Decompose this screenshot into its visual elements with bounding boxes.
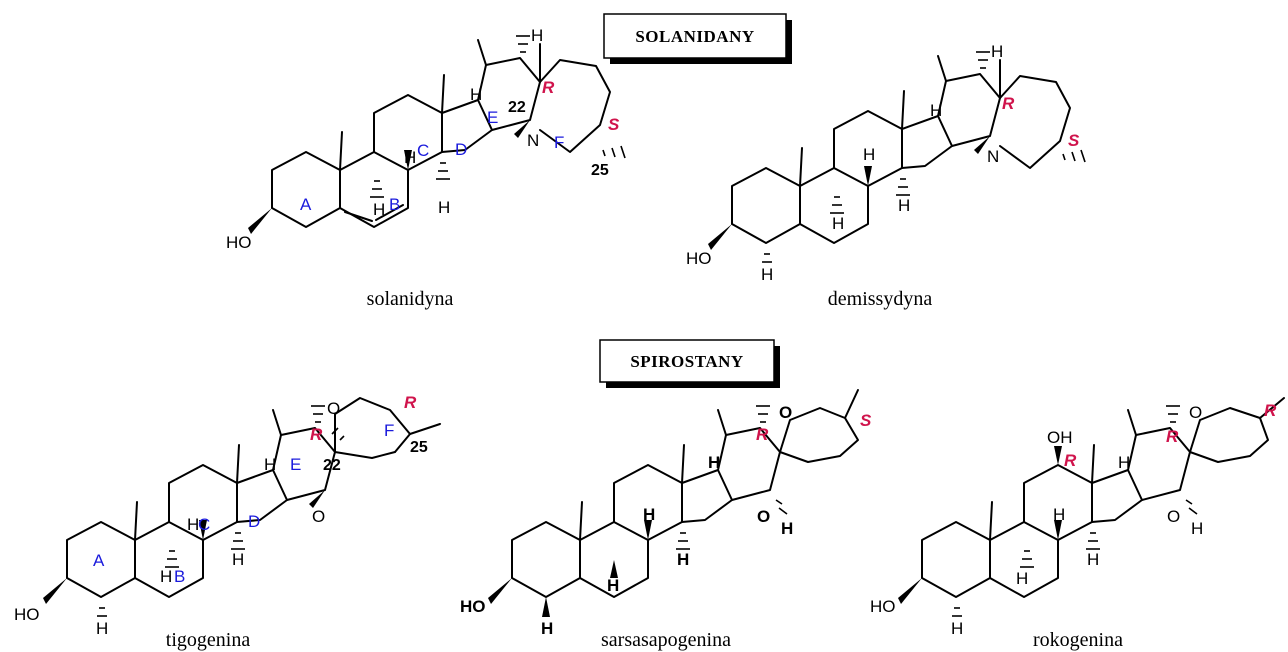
tigogenina-stereo-r: R: [310, 425, 323, 444]
rokogenina-o-label: O: [1189, 403, 1202, 422]
tigogenina-o-label: O: [312, 507, 325, 526]
sarsasapogenina-h-label: H: [643, 505, 655, 524]
rokogenina-h-label: H: [1016, 569, 1028, 588]
tigogenina-h-label: H: [96, 619, 108, 638]
ring-label-a: A: [300, 195, 312, 214]
section-title-solanidany: SOLANIDANY: [635, 27, 754, 46]
structure-solanidyna: HO H H H H H N A B C D E F R S 22 25 sol…: [226, 26, 626, 310]
rokogenina-h-label: H: [951, 619, 963, 638]
solanidyna-n-label: N: [527, 131, 539, 150]
sarsasapogenina-stereo-r: R: [756, 425, 769, 444]
demissydyna-h-label: H: [761, 265, 773, 284]
sarsasapogenina-o-label: O: [757, 507, 770, 526]
structure-rokogenina: OH HO H H H H H H O O R R R rokogenina: [870, 397, 1285, 651]
section-header-spirostany: SPIROSTANY: [599, 339, 780, 388]
demissydyna-n-label: N: [987, 147, 999, 166]
ring-label-d: D: [455, 140, 467, 159]
rokogenina-h-label: H: [1118, 453, 1130, 472]
ring-label-c: C: [198, 515, 210, 534]
structure-tigogenina: HO H H H H H O O A B C D E F R R 22 25 t…: [14, 393, 441, 651]
compound-name-demissydyna: demissydyna: [828, 288, 933, 310]
ring-label-f: F: [384, 421, 394, 440]
tigogenina-ho-label: HO: [14, 605, 40, 624]
structure-sarsasapogenina: HO H H H H H H O O R S sarsasapogenina: [460, 389, 872, 651]
sarsasapogenina-o-label: O: [779, 403, 792, 422]
rokogenina-o-label: O: [1167, 507, 1180, 526]
solanidyna-h-label: H: [531, 26, 543, 45]
section-title-spirostany: SPIROSTANY: [630, 352, 743, 371]
demissydyna-h-label: H: [991, 42, 1003, 61]
tigogenina-h-label: H: [264, 455, 276, 474]
demissydyna-ho-label: HO: [686, 249, 712, 268]
solanidyna-ho-label: HO: [226, 233, 252, 252]
sarsasapogenina-h-label: H: [607, 576, 619, 595]
tigogenina-h-label: H: [232, 550, 244, 569]
compound-name-solanidyna: solanidyna: [367, 288, 454, 310]
rokogenina-h-label: H: [1087, 550, 1099, 569]
tigogenina-c22-label: 22: [323, 457, 341, 474]
sarsasapogenina-h-label: H: [677, 550, 689, 569]
sarsasapogenina-h-label: H: [781, 519, 793, 538]
compound-name-sarsasapogenina: sarsasapogenina: [601, 629, 731, 651]
demissydyna-h-label: H: [930, 101, 942, 120]
sarsasapogenina-stereo-s: S: [860, 411, 872, 430]
solanidyna-stereo-r: R: [542, 78, 555, 97]
tigogenina-c25-label: 25: [410, 439, 428, 456]
demissydyna-h-label: H: [898, 196, 910, 215]
solanidyna-stereo-s: S: [608, 115, 620, 134]
rokogenina-ho-label: HO: [870, 597, 896, 616]
ring-label-e: E: [290, 455, 301, 474]
rokogenina-stereo-r: R: [1064, 451, 1077, 470]
solanidyna-h-label: H: [373, 200, 385, 219]
ring-label-f: F: [554, 133, 564, 152]
demissydyna-stereo-r: R: [1002, 94, 1015, 113]
ring-label-d: D: [248, 512, 260, 531]
structure-demissydyna: HO H H H H H H N R S demissydyna: [686, 42, 1086, 310]
solanidyna-h-label: H: [470, 85, 482, 104]
demissydyna-h-label: H: [863, 145, 875, 164]
rokogenina-h-label: H: [1053, 505, 1065, 524]
rokogenina-stereo-r: R: [1264, 401, 1277, 420]
tigogenina-stereo-r: R: [404, 393, 417, 412]
solanidyna-c25-label: 25: [591, 162, 609, 179]
ring-label-a: A: [93, 551, 105, 570]
solanidyna-c22-label: 22: [508, 99, 526, 116]
sarsasapogenina-h-label: H: [708, 453, 720, 472]
demissydyna-h-label: H: [832, 214, 844, 233]
ring-label-e: E: [487, 108, 498, 127]
rokogenina-h-label: H: [1191, 519, 1203, 538]
ring-label-b: B: [174, 567, 185, 586]
tigogenina-o-label: O: [327, 399, 340, 418]
tigogenina-h-label: H: [187, 515, 199, 534]
compound-name-tigogenina: tigogenina: [166, 629, 251, 651]
sarsasapogenina-ho-label: HO: [460, 597, 486, 616]
section-header-solanidany: SOLANIDANY: [603, 13, 792, 64]
sarsasapogenina-h-label: H: [541, 619, 553, 638]
solanidyna-h-label: H: [438, 198, 450, 217]
ring-label-c: C: [417, 141, 429, 160]
demissydyna-stereo-s: S: [1068, 131, 1080, 150]
ring-label-b: B: [389, 195, 400, 214]
tigogenina-h-label: H: [160, 567, 172, 586]
rokogenina-oh-label: OH: [1047, 428, 1073, 447]
solanidyna-h-label: H: [404, 148, 416, 167]
compound-name-rokogenina: rokogenina: [1033, 629, 1123, 651]
rokogenina-stereo-r: R: [1166, 427, 1179, 446]
